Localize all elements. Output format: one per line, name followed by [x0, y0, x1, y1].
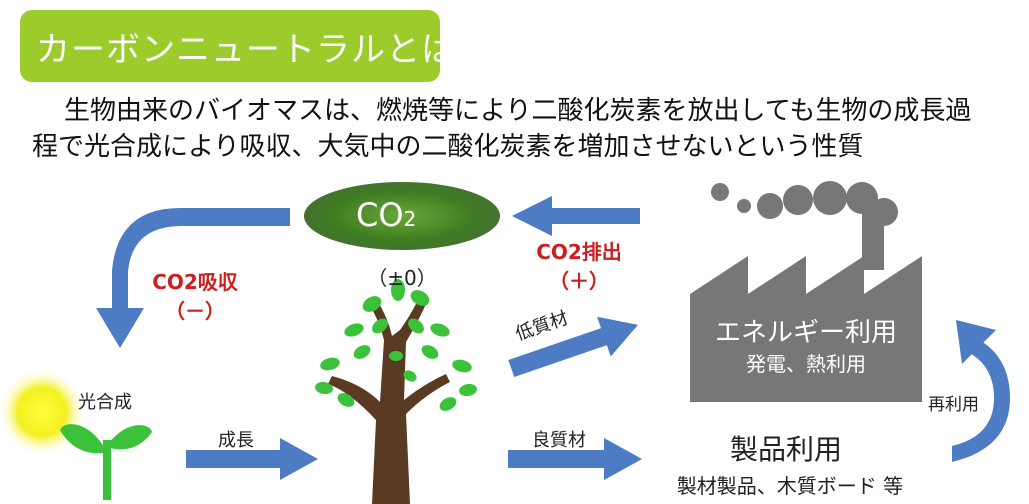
sprout-icon	[60, 424, 152, 500]
high-quality-label: 良質材	[532, 430, 586, 451]
co2-cloud	[304, 182, 500, 250]
co2-label: CO2	[356, 196, 416, 234]
low-quality-arrow	[508, 316, 638, 378]
products-title: 製品利用	[729, 433, 842, 466]
reuse-arrow	[952, 320, 1010, 462]
co2-absorb-line1: CO2吸収	[152, 270, 238, 294]
co2-emit-arrow	[512, 196, 640, 236]
co2-emit-line1: CO2排出	[536, 240, 622, 264]
growth-label: 成長	[218, 430, 254, 451]
co2-balance: （±0）	[367, 266, 437, 290]
products-sub: 製材製品、木質ボード 等	[676, 474, 904, 498]
tree-icon	[315, 279, 477, 504]
co2-emit-line2: （＋）	[549, 269, 609, 293]
energy-sub: 発電、熱利用	[746, 352, 866, 376]
co2-absorb-label: CO2吸収 （－）	[140, 266, 250, 324]
title-banner: カーボンニュートラルとは？	[20, 10, 490, 82]
description-line-2: 程で光合成により吸収、大気中の二酸化炭素を増加させないという性質	[32, 132, 864, 162]
co2-text: CO	[356, 196, 404, 234]
co2-absorb-line2: （－）	[165, 299, 225, 323]
co2-emit-label: CO2排出 （＋）	[524, 236, 634, 294]
photosynthesis-label: 光合成	[78, 392, 132, 413]
co2-absorb-arrow	[96, 208, 290, 348]
energy-title: エネルギー利用	[714, 318, 897, 348]
page-title: カーボンニュートラルとは？	[36, 29, 491, 70]
reuse-label: 再利用	[928, 395, 979, 415]
description-line-1: 生物由来のバイオマスは、燃焼等により二酸化炭素を放出しても生物の成長過	[64, 96, 972, 126]
factory-icon	[690, 181, 922, 402]
growth-arrow	[186, 438, 318, 480]
co2-subscript: 2	[403, 207, 417, 231]
high-quality-arrow	[508, 438, 642, 480]
description: 生物由来のバイオマスは、燃焼等により二酸化炭素を放出しても生物の成長過 程で光合…	[32, 93, 1022, 165]
